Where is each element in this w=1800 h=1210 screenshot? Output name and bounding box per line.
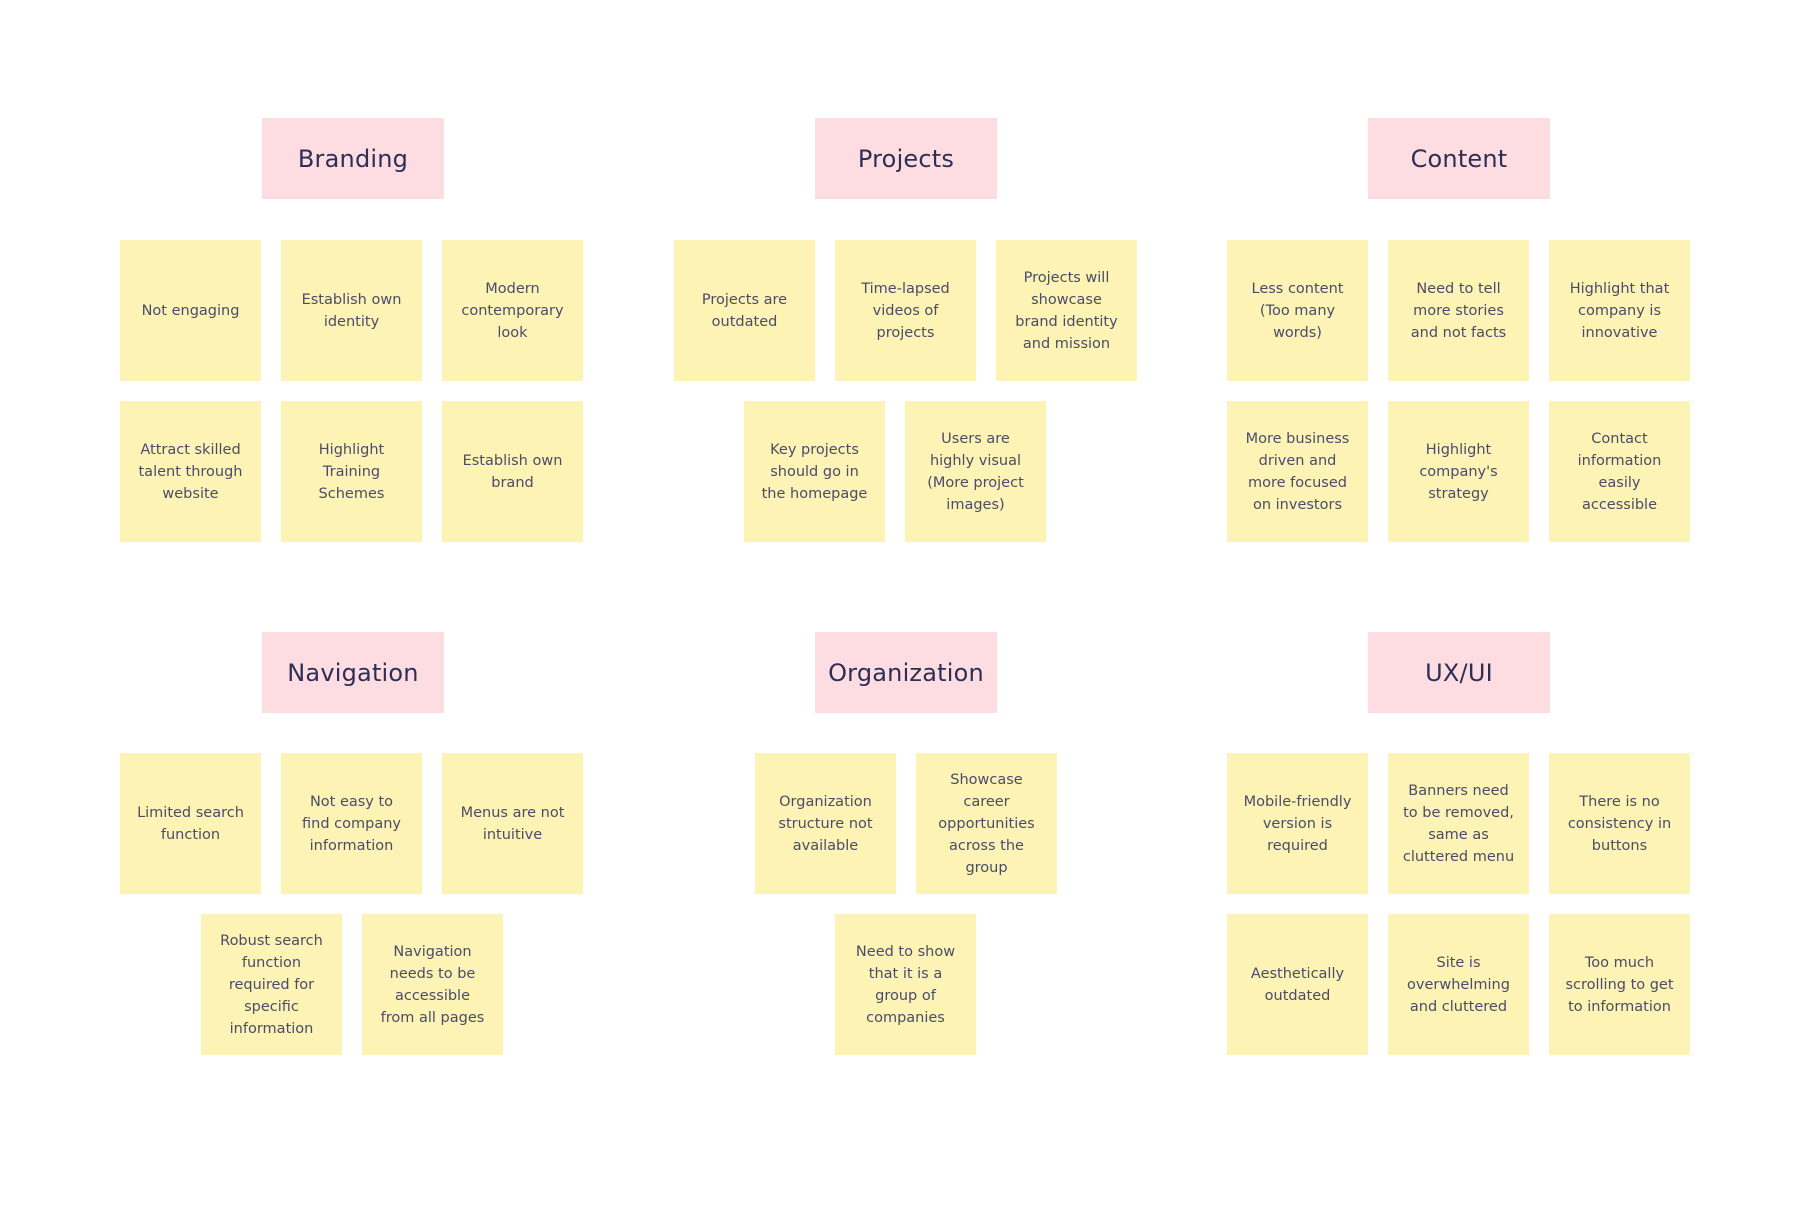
sticky-note[interactable]: Attract skilled talent through website — [120, 401, 261, 542]
sticky-note-text: Not engaging — [141, 302, 240, 319]
sticky-note-text: Aesthetically outdated — [1250, 965, 1345, 1004]
sticky-note[interactable]: Need to show that it is a group of compa… — [835, 914, 976, 1055]
sticky-note-text: There is no consistency in buttons — [1567, 793, 1672, 854]
group-header-content[interactable]: Content — [1368, 118, 1550, 199]
sticky-note-text: Too much scrolling to get to information — [1565, 954, 1674, 1015]
sticky-note-text: Mobile-friendly version is required — [1243, 793, 1352, 854]
sticky-note-text: Navigation needs to be accessible from a… — [380, 943, 485, 1026]
sticky-note[interactable]: Site is overwhelming and cluttered — [1388, 914, 1529, 1055]
sticky-note[interactable]: Highlight that company is innovative — [1549, 240, 1690, 381]
sticky-note-text: Site is overwhelming and cluttered — [1407, 954, 1510, 1015]
sticky-note-text: Time-lapsed videos of projects — [861, 280, 950, 341]
group-header-navigation[interactable]: Navigation — [262, 632, 444, 713]
sticky-note-text: Attract skilled talent through website — [138, 441, 243, 502]
sticky-note-text: Robust search function required for spec… — [220, 932, 323, 1037]
sticky-note[interactable]: Not engaging — [120, 240, 261, 381]
sticky-note-text: Showcase career opportunities across the… — [938, 771, 1035, 876]
sticky-note-text: Limited search function — [137, 804, 244, 843]
sticky-note-text: Menus are not intuitive — [460, 804, 565, 843]
sticky-note-text: Organization structure not available — [778, 793, 873, 854]
sticky-note[interactable]: Menus are not intuitive — [442, 753, 583, 894]
sticky-note-text: Less content (Too many words) — [1251, 280, 1344, 341]
group-title: Projects — [857, 144, 955, 173]
sticky-note[interactable]: Less content (Too many words) — [1227, 240, 1368, 381]
sticky-note[interactable]: Not easy to find company information — [281, 753, 422, 894]
group-header-branding[interactable]: Branding — [262, 118, 444, 199]
group-title: Navigation — [287, 658, 419, 687]
sticky-note[interactable]: Projects will showcase brand identity an… — [996, 240, 1137, 381]
sticky-note-text: Highlight company's strategy — [1419, 441, 1498, 502]
sticky-note-text: Banners need to be removed, same as clut… — [1402, 782, 1515, 865]
sticky-note[interactable]: Highlight company's strategy — [1388, 401, 1529, 542]
sticky-note-text: Not easy to find company information — [302, 793, 401, 854]
sticky-note[interactable]: There is no consistency in buttons — [1549, 753, 1690, 894]
sticky-note-text: Key projects should go in the homepage — [761, 441, 868, 502]
sticky-note[interactable]: Need to tell more stories and not facts — [1388, 240, 1529, 381]
group-title: Content — [1410, 144, 1508, 173]
sticky-note[interactable]: Establish own brand — [442, 401, 583, 542]
sticky-note-text: Projects will showcase brand identity an… — [1015, 269, 1118, 352]
sticky-note[interactable]: Showcase career opportunities across the… — [916, 753, 1057, 894]
sticky-note[interactable]: Navigation needs to be accessible from a… — [362, 914, 503, 1055]
sticky-note[interactable]: Limited search function — [120, 753, 261, 894]
sticky-note-text: More business driven and more focused on… — [1245, 430, 1350, 513]
sticky-note-text: Highlight Training Schemes — [318, 441, 385, 502]
group-header-organization[interactable]: Organization — [815, 632, 997, 713]
sticky-note-text: Contact information easily accessible — [1577, 430, 1662, 513]
sticky-note-text: Highlight that company is innovative — [1569, 280, 1670, 341]
group-header-ux-ui[interactable]: UX/UI — [1368, 632, 1550, 713]
sticky-note-text: Need to tell more stories and not facts — [1410, 280, 1507, 341]
sticky-note[interactable]: Banners need to be removed, same as clut… — [1388, 753, 1529, 894]
group-header-projects[interactable]: Projects — [815, 118, 997, 199]
group-title: UX/UI — [1425, 658, 1493, 687]
sticky-note[interactable]: Modern contemporary look — [442, 240, 583, 381]
group-title: Branding — [297, 144, 409, 173]
sticky-note[interactable]: Users are highly visual (More project im… — [905, 401, 1046, 542]
sticky-note[interactable]: More business driven and more focused on… — [1227, 401, 1368, 542]
sticky-note[interactable]: Establish own identity — [281, 240, 422, 381]
group-title: Organization — [828, 658, 984, 687]
sticky-note[interactable]: Organization structure not available — [755, 753, 896, 894]
sticky-note[interactable]: Too much scrolling to get to information — [1549, 914, 1690, 1055]
sticky-note-text: Establish own identity — [301, 291, 402, 330]
sticky-note[interactable]: Aesthetically outdated — [1227, 914, 1368, 1055]
sticky-note-text: Projects are outdated — [701, 291, 788, 330]
sticky-note-text: Establish own brand — [462, 452, 563, 491]
sticky-note[interactable]: Highlight Training Schemes — [281, 401, 422, 542]
sticky-note[interactable]: Contact information easily accessible — [1549, 401, 1690, 542]
sticky-note[interactable]: Key projects should go in the homepage — [744, 401, 885, 542]
sticky-note[interactable]: Mobile-friendly version is required — [1227, 753, 1368, 894]
sticky-note[interactable]: Robust search function required for spec… — [201, 914, 342, 1055]
sticky-note-text: Users are highly visual (More project im… — [927, 430, 1024, 513]
sticky-note[interactable]: Projects are outdated — [674, 240, 815, 381]
sticky-note-text: Need to show that it is a group of compa… — [855, 943, 956, 1026]
sticky-note-text: Modern contemporary look — [461, 280, 564, 341]
sticky-note[interactable]: Time-lapsed videos of projects — [835, 240, 976, 381]
